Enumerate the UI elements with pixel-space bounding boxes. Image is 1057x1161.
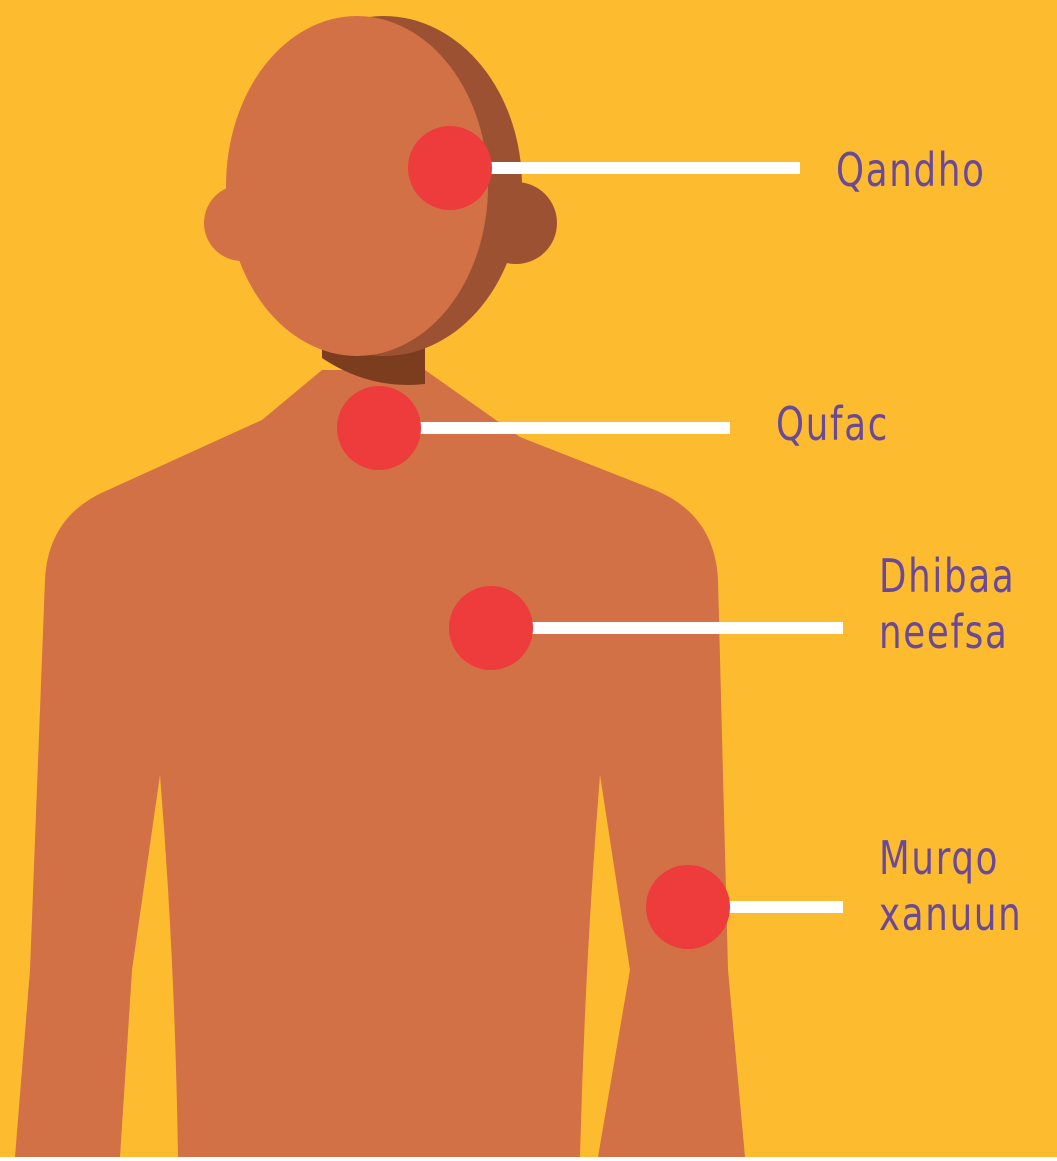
symptom-label-throat: Qufac [776, 396, 889, 452]
leader-line-throat [379, 422, 730, 434]
symptom-label-line: Murqo [879, 830, 1022, 886]
leader-line-head [450, 162, 800, 174]
symptom-label-head: Qandho [836, 142, 986, 198]
symptom-marker-head [408, 126, 492, 210]
symptom-label-line: Dhibaa [879, 548, 1015, 604]
symptom-marker-chest [449, 586, 533, 670]
symptom-marker-arm [646, 865, 730, 949]
symptom-label-line: neefsa [879, 604, 1015, 660]
symptom-label-line: Qandho [836, 142, 986, 198]
symptom-marker-throat [337, 386, 421, 470]
leader-line-chest [491, 622, 843, 634]
symptom-label-line: Qufac [776, 396, 889, 452]
torso [15, 370, 745, 1157]
symptom-label-line: xanuun [879, 886, 1022, 942]
